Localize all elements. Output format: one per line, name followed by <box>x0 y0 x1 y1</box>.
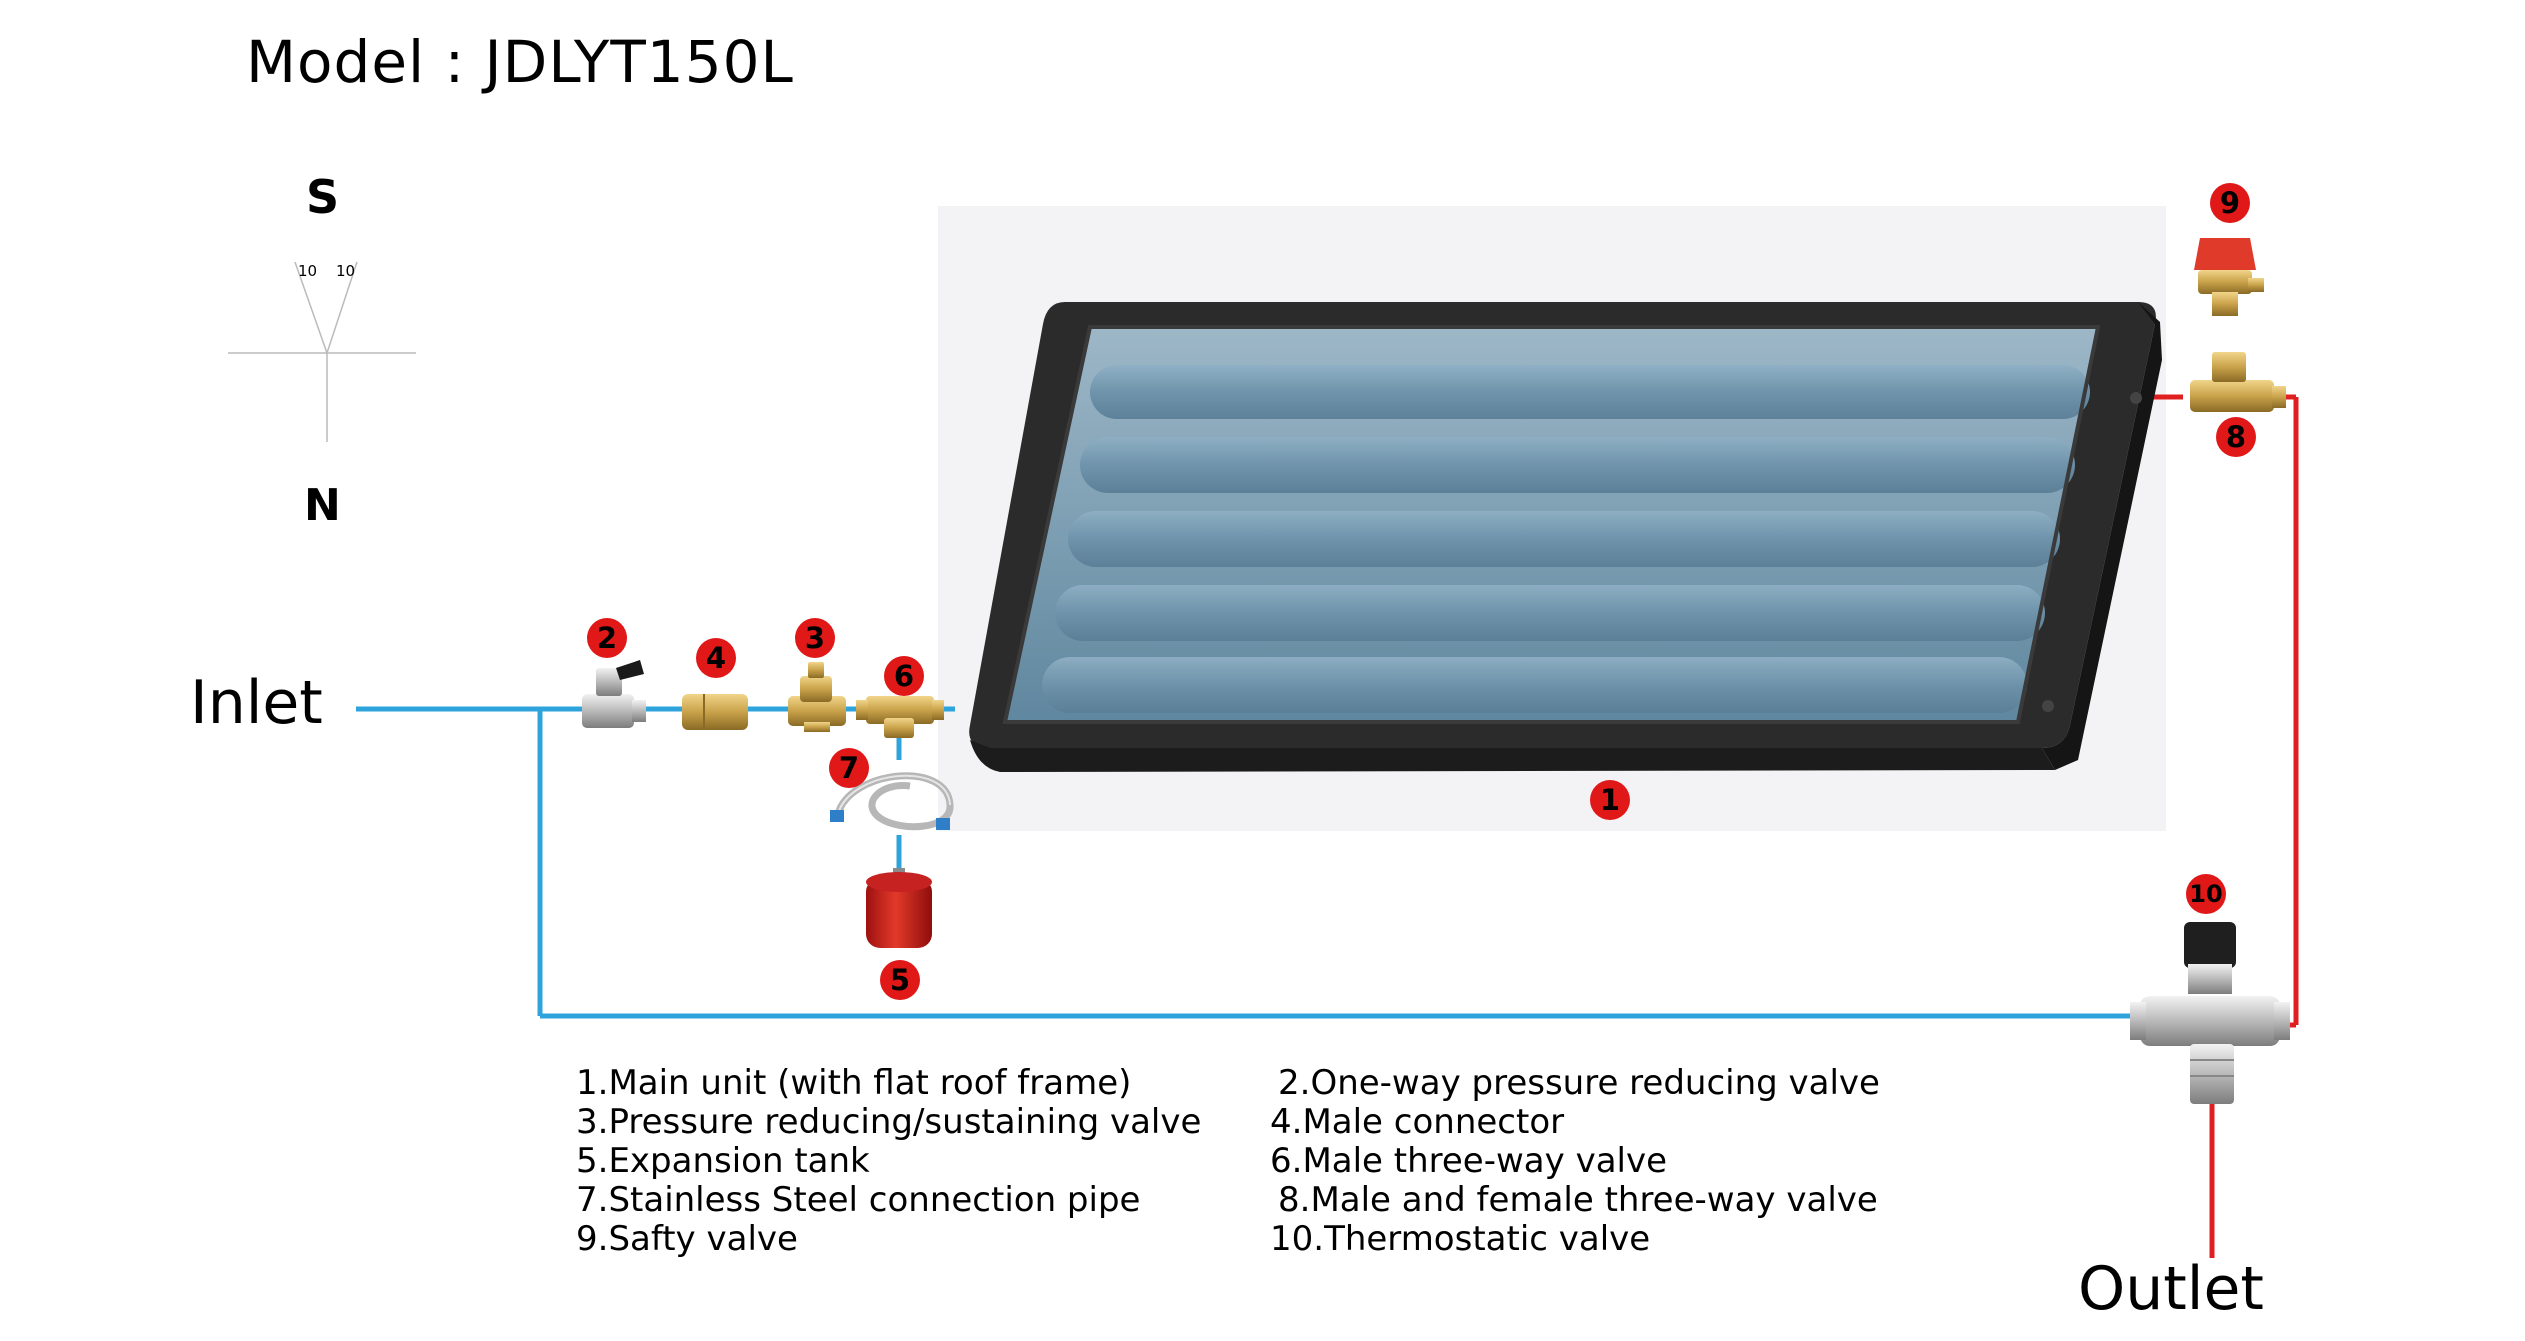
badge-1: 1 <box>1590 780 1630 820</box>
hot-pipe <box>2146 394 2299 1258</box>
expansion-tank-5 <box>866 868 932 948</box>
legend-item-4: 4.Male connector <box>1270 1102 1565 1142</box>
collector-tubes <box>1042 365 2090 713</box>
badge-10: 10 <box>2186 874 2226 914</box>
pressure-reducing-valve-3 <box>788 662 846 732</box>
thermostatic-valve-10 <box>2130 922 2290 1104</box>
three-way-valve-6 <box>856 696 944 738</box>
legend-right: 2.One-way pressure reducing valve 4.Male… <box>1270 1064 1880 1259</box>
compass-angle-left: 10 <box>298 262 318 280</box>
badge-8: 8 <box>2216 417 2256 457</box>
badge-6: 6 <box>884 656 924 696</box>
legend-item-9: 9.Safty valve <box>576 1219 798 1259</box>
pressure-reducing-valve-2 <box>582 660 646 728</box>
legend-item-8: 8.Male and female three-way valve <box>1278 1180 1878 1220</box>
badge-5: 5 <box>880 960 920 1000</box>
legend-item-3: 3.Pressure reducing/sustaining valve <box>576 1102 1202 1142</box>
compass-south: S <box>306 170 340 224</box>
legend-item-5: 5.Expansion tank <box>576 1141 870 1181</box>
badge-3: 3 <box>795 618 835 658</box>
model-title: Model : JDLYT150L <box>246 28 794 96</box>
safety-valve-9 <box>2194 238 2264 316</box>
three-way-valve-8 <box>2190 352 2286 412</box>
badge-9: 9 <box>2210 183 2250 223</box>
legend-item-6: 6.Male three-way valve <box>1270 1141 1668 1181</box>
badge-7: 7 <box>829 748 869 788</box>
male-connector-4 <box>682 694 748 730</box>
legend-item-7: 7.Stainless Steel connection pipe <box>576 1180 1141 1220</box>
compass-lines <box>228 261 416 442</box>
legend-item-2: 2.One-way pressure reducing valve <box>1278 1063 1880 1103</box>
badge-2: 2 <box>587 618 627 658</box>
compass-angle-right: 10 <box>336 262 356 280</box>
legend-item-1: 1.Main unit (with flat roof frame) <box>576 1063 1132 1103</box>
compass-north: N <box>304 480 341 531</box>
solar-collector <box>969 302 2162 772</box>
badge-4: 4 <box>696 638 736 678</box>
outlet-label: Outlet <box>2078 1254 2264 1324</box>
legend-left: 1.Main unit (with flat roof frame) 3.Pre… <box>576 1064 1201 1259</box>
legend-item-10: 10.Thermostatic valve <box>1270 1219 1651 1259</box>
inlet-label: Inlet <box>190 668 323 738</box>
stainless-hose-7 <box>830 772 954 831</box>
